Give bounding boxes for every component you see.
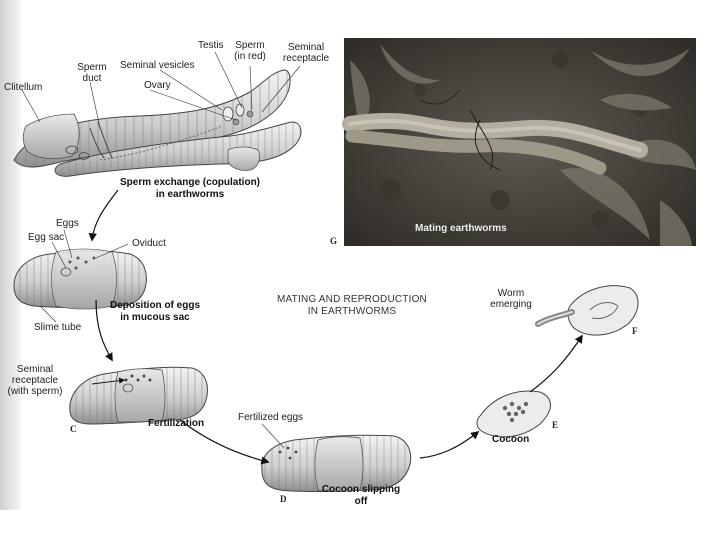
diagram-title: MATING AND REPRODUCTION IN EARTHWORMS [262,294,442,318]
fertilization-worm [70,367,208,424]
label-sperm-line2: (in red) [228,51,272,62]
label-worm-emerging-line2: emerging [488,299,534,310]
label-sperm-duct-line2: duct [72,73,112,84]
label-sperm-duct-line1: Sperm [72,62,112,73]
caption-deposition-line1: Deposition of eggs [100,300,210,312]
label-sperm-in-red: Sperm (in red) [228,40,272,62]
caption-fertilization: Fertilization [148,418,204,430]
caption-cocoon-slipping: Cocoon slipping off [318,484,404,508]
stage-letter-d: D [280,494,287,504]
label-sperm-line1: Sperm [228,40,272,51]
stage-letter-f: F [632,326,638,336]
label-testis: Testis [198,40,224,51]
label-eggs: Eggs [56,218,79,229]
label-worm-emerging-line1: Worm [488,288,534,299]
fertilized-eggs-leader [262,424,284,448]
label-worm-emerging: Worm emerging [488,288,534,310]
photo-caption: Mating earthworms [415,223,507,234]
label-slime-tube: Slime tube [34,322,81,333]
stage-letter-c: C [70,424,77,434]
label-seminal-receptacle-ws-line2: receptacle [4,375,66,386]
caption-sperm-exchange: Sperm exchange (copulation) in earthworm… [110,177,270,201]
diagram-title-line2: IN EARTHWORMS [262,306,442,318]
label-fertilized-eggs: Fertilized eggs [238,412,303,423]
caption-cocoon-slipping-line1: Cocoon slipping [318,484,404,496]
label-seminal-receptacle-with-sperm: Seminal receptacle (with sperm) [4,364,66,397]
caption-sperm-exchange-line2: in earthworms [110,189,270,201]
label-seminal-receptacle-line1: Seminal [278,42,334,53]
mating-earthworms-photo [344,38,696,246]
label-egg-sac: Egg sac [28,232,64,243]
cocoon-illustration [477,391,551,437]
label-clitellum: Clitellum [4,82,42,93]
caption-cocoon-slipping-line2: off [318,496,404,508]
label-seminal-receptacle-ws-line3: (with sperm) [4,386,66,397]
caption-sperm-exchange-line1: Sperm exchange (copulation) [110,177,270,189]
stage-letter-g: G [330,236,337,246]
diagram-title-line1: MATING AND REPRODUCTION [262,294,442,306]
label-oviduct: Oviduct [132,238,166,249]
caption-deposition-line2: in mucous sac [100,312,210,324]
label-ovary: Ovary [144,80,171,91]
caption-cocoon: Cocoon [492,434,529,446]
label-seminal-receptacle-ws-line1: Seminal [4,364,66,375]
worm-emerging-illustration [538,286,638,335]
label-seminal-receptacle-top: Seminal receptacle [278,42,334,64]
stage-letter-e: E [552,420,558,430]
label-seminal-vesicles: Seminal vesicles [120,60,194,71]
label-seminal-receptacle-line2: receptacle [278,53,334,64]
label-sperm-duct: Sperm duct [72,62,112,84]
caption-deposition: Deposition of eggs in mucous sac [100,300,210,324]
